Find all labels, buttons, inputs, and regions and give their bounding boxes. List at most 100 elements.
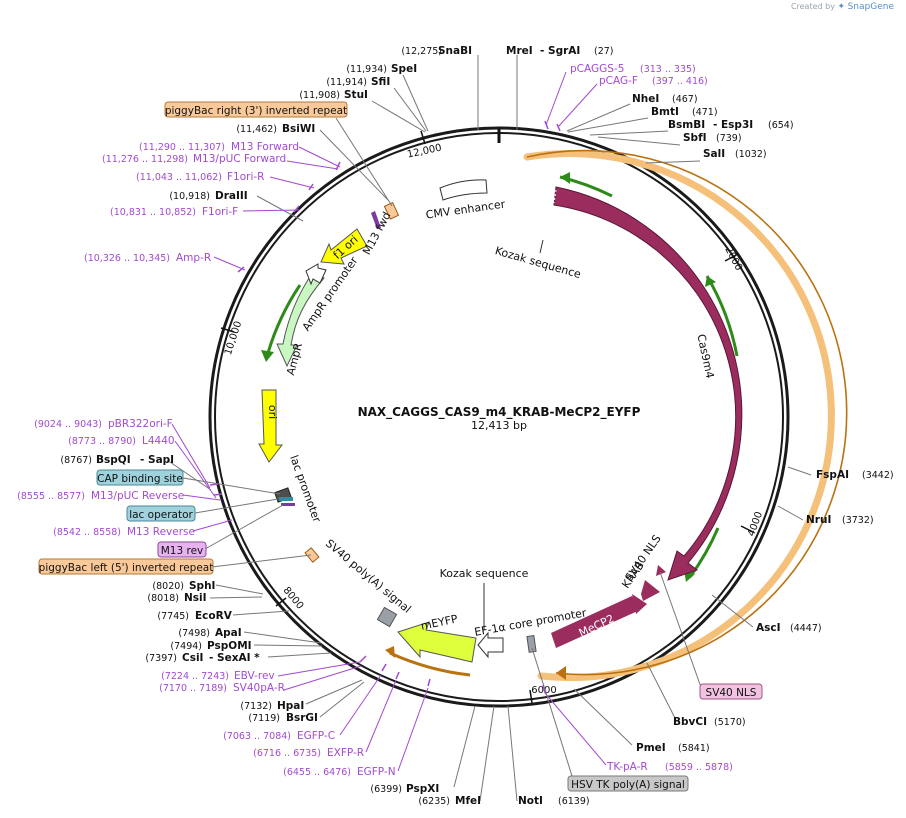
site-sfii-name: SfiI	[371, 76, 390, 88]
sv40-nls-feature	[656, 565, 666, 576]
leader-pmei	[573, 688, 633, 746]
site-apai-name: ApaI	[215, 627, 242, 639]
site-nhei-name: NheI	[632, 93, 659, 105]
leader-ecorv	[232, 610, 290, 616]
leader-sbfi	[597, 136, 681, 146]
site-mrei-name: MreI	[506, 45, 533, 57]
leader-m13-rev	[204, 504, 284, 550]
primer-ebv-rev-pos: (7224 .. 7243)	[161, 671, 229, 682]
leader-exfp-r	[365, 679, 397, 753]
site-stui-name: StuI	[344, 89, 368, 101]
primer-exfp-r-pos: (6716 .. 6735)	[253, 748, 321, 759]
leader-m13puc-reverse	[182, 494, 221, 501]
box-m13-rev	[157, 541, 207, 558]
orf-line	[526, 149, 848, 676]
site-snabi: (12,275)	[401, 46, 442, 57]
site-spei-name: SpeI	[391, 63, 417, 75]
leader-bsiwi	[319, 129, 389, 201]
box-m13-rev-label: M13 rev	[161, 545, 204, 557]
leader-m13puc-forward	[286, 160, 339, 170]
leader-f1ori-r	[269, 176, 315, 189]
leader-sfii	[393, 87, 427, 132]
site-pmei-pos: (5841)	[678, 743, 710, 754]
eyfp-direction-arrowhead	[385, 646, 395, 658]
leader-hsv-tk	[531, 647, 573, 777]
label-cmv-enhancer: CMV enhancer	[425, 197, 506, 221]
credit-prefix: Created by	[790, 2, 835, 11]
site-bbvci-pos: (5170)	[714, 717, 746, 728]
site-bsiwi-pos: (11,462)	[236, 124, 277, 135]
primer-pcaggs5-pos: (313 .. 335)	[640, 64, 696, 75]
leader-stui	[371, 100, 426, 133]
primer-exfp-r-name: EXFP-R	[327, 747, 364, 759]
primer-pcaggs5-name: pCAGGS-5	[570, 63, 624, 75]
site-noti-pos: (6139)	[558, 796, 590, 807]
primer-egfp-c-pos: (7063 .. 7084)	[223, 731, 291, 742]
tick-mark-8000	[275, 597, 287, 607]
site-nhei-pos: (467)	[672, 94, 698, 105]
leader-f1ori-f	[242, 209, 301, 212]
orf-arrowhead	[556, 666, 566, 680]
tick-mark-6000	[529, 689, 533, 704]
label-cas9m4: Cas9m4	[694, 333, 716, 380]
site-asci-pos: (4447)	[790, 623, 822, 634]
box-lac-operator-label: lac operator	[129, 509, 193, 521]
credit-brand: SnapGene	[847, 2, 894, 12]
label-ori: ori	[266, 405, 279, 419]
tick-label-12000: 12,000	[406, 143, 443, 161]
site-sbfi-name: SbfI	[683, 132, 707, 144]
site-pspxi-pos: (6399)	[370, 784, 402, 795]
leader-kozak-1	[539, 239, 544, 254]
site-fspai-pos: (3442)	[862, 470, 894, 481]
site-sfii-pos: (11,914)	[326, 77, 367, 88]
primer-m13puc-forward-pos: (11,276 .. 11,298)	[102, 154, 188, 165]
leader-drui	[777, 505, 804, 521]
site-pspomi-name: PspOMI	[207, 640, 252, 652]
leader-hpai	[305, 679, 363, 705]
leader-tk-pa-r	[544, 692, 607, 766]
leader-sv40pa-r	[283, 665, 362, 691]
leader-bsrgi	[319, 681, 365, 718]
site-stui-pos: (11,908)	[299, 90, 340, 101]
leader-pbr322ori-f	[171, 423, 211, 489]
site-mfei-pos: (6235)	[418, 796, 450, 807]
primer-amp-r-name: Amp-R	[176, 252, 211, 264]
leader-piggybac-left	[211, 554, 312, 568]
site-bspqi-name: BspQI	[96, 454, 131, 466]
box-piggybac-right	[164, 101, 348, 118]
leader-piggybac-right	[335, 117, 393, 207]
snapgene-logo: ✦	[837, 2, 846, 12]
site-apai-pos: (7498)	[178, 628, 210, 639]
site-hpai-name: HpaI	[277, 700, 304, 712]
leader-mfei	[479, 705, 495, 802]
box-piggybac-left-label: piggyBac left (5') inverted repeat	[39, 562, 214, 574]
box-cap-binding-site	[96, 469, 184, 486]
leader-m13-forward	[298, 146, 341, 168]
krab-feature	[641, 580, 660, 601]
ori-arrow	[258, 389, 284, 463]
primer-amp-r-pos: (10,326 .. 10,345)	[84, 253, 170, 264]
leader-bsmbi	[589, 130, 669, 136]
box-sv40-nls	[699, 683, 763, 700]
site-ecorv-pos: (7745)	[157, 611, 189, 622]
primer-m13-forward-pos: (11,290 .. 11,307)	[139, 142, 225, 153]
site-pspomi-pos: (7494)	[170, 641, 202, 652]
label-sv40-polya: SV40 poly(A) signal	[323, 537, 414, 616]
site-hpai-pos: (7132)	[240, 701, 272, 712]
site-csii-name: CsiI	[182, 652, 203, 664]
eyfp-direction-arrow	[389, 651, 471, 677]
leader-spei	[402, 74, 429, 132]
box-leader-lines	[182, 117, 703, 777]
primer-m13-reverse-name: M13 Reverse	[127, 526, 195, 538]
sv40-polya-feature	[376, 606, 398, 628]
site-snabi-name: SnaBI	[438, 45, 472, 57]
site-noti-name: NotI	[518, 795, 543, 807]
site-sali-pos: (1032)	[735, 149, 767, 160]
primer-sv40pa-r-name: SV40pA-R	[233, 682, 285, 694]
site-bsmbi-name: BsmBI	[668, 119, 705, 131]
ef1a-core-promoter-feature	[526, 634, 537, 653]
primer-sv40pa-r-pos: (7170 .. 7189)	[159, 683, 227, 694]
tick-mark-10000	[220, 327, 235, 333]
leader-pspomi	[253, 644, 323, 647]
